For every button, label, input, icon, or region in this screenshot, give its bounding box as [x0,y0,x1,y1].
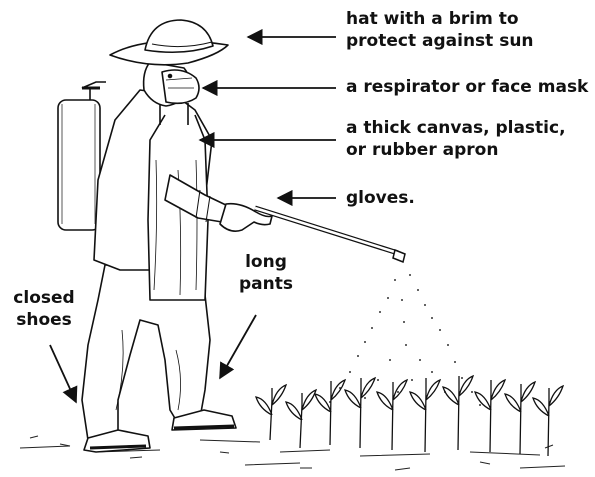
pants-label: long pants [236,251,296,295]
pants-label-line-2: pants [236,273,296,295]
hat-label-line-2: protect against sun [346,30,534,52]
person-figure [82,20,272,452]
hat-label-line-1: hat with a brim to [346,8,534,30]
mask-label-text: a respirator or face mask [346,76,588,98]
gloves-label-text: gloves. [346,187,415,209]
pants-arrow [220,315,256,378]
plants [256,376,563,456]
apron-label-line-1: a thick canvas, plastic, [346,117,566,139]
shoes-label-line-2: shoes [4,309,84,331]
pants-label-line-1: long [236,251,296,273]
mask-label: a respirator or face mask [346,76,588,98]
hat-label: hat with a brim to protect against sun [346,8,534,52]
gloves-label: gloves. [346,187,415,209]
apron-label-line-2: or rubber apron [346,139,566,161]
apron-label: a thick canvas, plastic, or rubber apron [346,117,566,161]
shoes-label: closed shoes [4,287,84,331]
shoes-label-line-1: closed [4,287,84,309]
shoes-arrow [50,345,76,402]
